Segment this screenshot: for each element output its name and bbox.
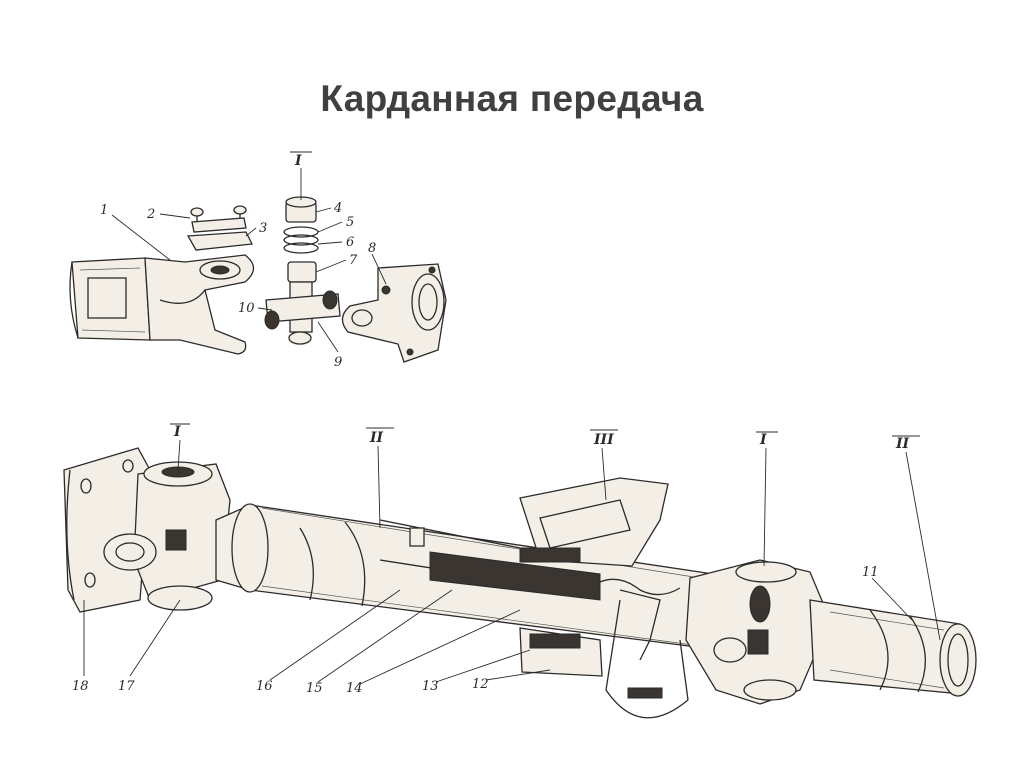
- label-7: 7: [349, 253, 358, 268]
- label-4: 4: [333, 201, 342, 216]
- assembled-view: 11 12 13 14 15 16 17 18 I II III I II: [63, 423, 977, 719]
- label-roman-ii-right: II: [895, 436, 910, 452]
- intermediate-support: [519, 477, 681, 677]
- lock-plate: [186, 205, 254, 251]
- yoke-tube: [69, 254, 255, 355]
- label-5: 5: [346, 215, 354, 230]
- lower-leaders: [83, 439, 941, 685]
- upper-leaders: [111, 168, 387, 353]
- label-16: 16: [256, 679, 273, 694]
- label-3: 3: [259, 221, 267, 236]
- label-9: 9: [334, 355, 342, 370]
- label-roman-ii-left: II: [369, 430, 384, 446]
- spider-cross: [264, 196, 341, 345]
- detail-inset: [605, 599, 689, 719]
- label-11: 11: [862, 565, 879, 580]
- label-17: 17: [118, 679, 135, 694]
- universal-joint-right: [685, 559, 831, 705]
- label-2: 2: [146, 207, 155, 222]
- label-18: 18: [72, 679, 89, 694]
- label-1: 1: [100, 203, 108, 218]
- label-8: 8: [368, 241, 376, 256]
- label-14: 14: [346, 681, 363, 696]
- exploded-view: 1 2 3 4 5 6 7 8 9 10 I: [69, 151, 447, 370]
- label-10: 10: [238, 301, 255, 316]
- universal-joint-left: [103, 461, 231, 611]
- label-15: 15: [306, 681, 323, 696]
- label-13: 13: [422, 679, 439, 694]
- label-roman-i-upper: I: [294, 153, 302, 169]
- label-roman-iii: III: [593, 432, 614, 448]
- label-roman-i-left: I: [173, 424, 181, 440]
- flange-housing: [63, 447, 151, 613]
- label-12: 12: [472, 677, 489, 692]
- shaft-tube: [215, 503, 721, 651]
- label-6: 6: [346, 235, 354, 250]
- page-title: Карданная передача: [320, 78, 704, 119]
- flange-yoke: [341, 263, 447, 363]
- label-roman-i-right: I: [759, 432, 767, 448]
- output-tube: [809, 599, 977, 697]
